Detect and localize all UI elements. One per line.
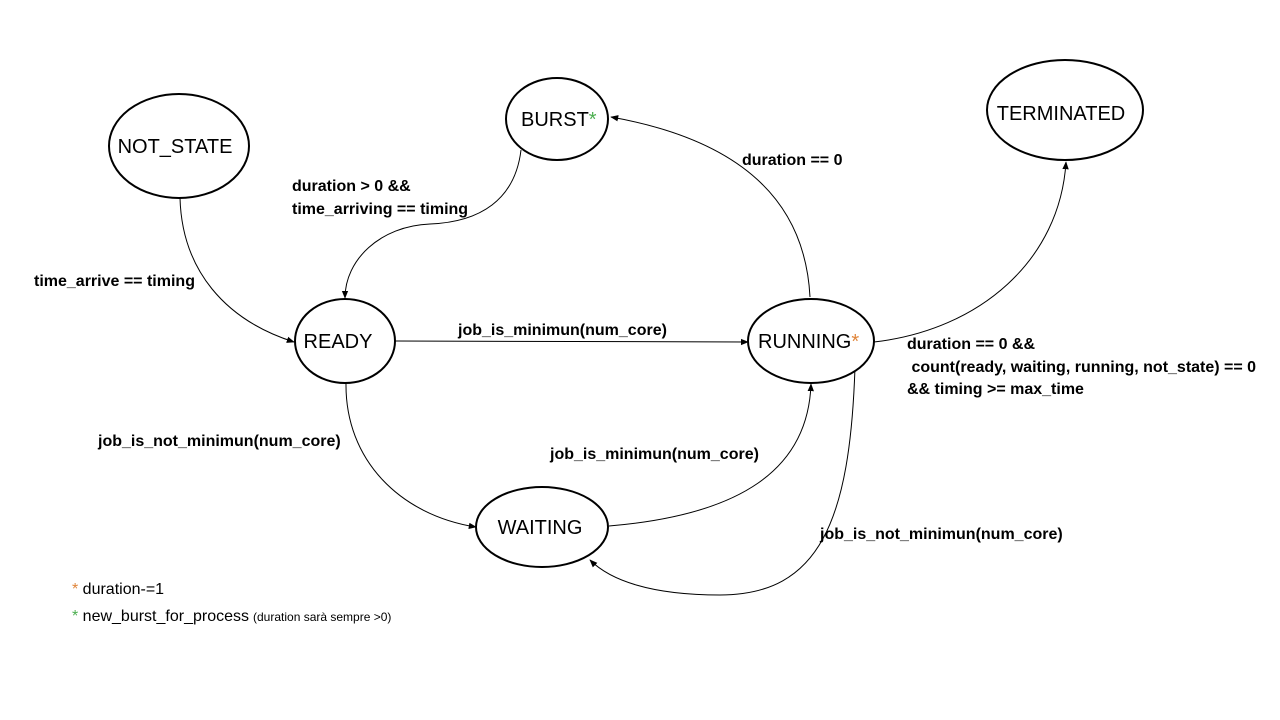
label-running-to-terminated-3: && timing >= max_time — [907, 381, 1084, 398]
node-running-label-text: RUNNING — [758, 331, 851, 353]
edge-running-to-burst — [610, 115, 811, 298]
edge-running-to-waiting — [589, 366, 856, 596]
node-running-label: RUNNING* — [758, 331, 859, 353]
node-waiting: WAITING — [475, 486, 609, 568]
edge-waiting-to-running — [608, 383, 814, 527]
label-running-to-burst: duration == 0 — [742, 152, 843, 169]
node-not-state: NOT_STATE — [108, 93, 250, 199]
label-ready-to-waiting: job_is_not_minimun(num_core) — [97, 433, 341, 450]
node-ready: READY — [294, 298, 396, 384]
legend-green-note: (duration sarà sempre >0) — [253, 610, 391, 624]
node-not-state-shape — [108, 93, 250, 199]
node-running-shape — [747, 298, 875, 384]
edge-ready-to-waiting — [345, 382, 477, 530]
node-terminated: TERMINATED — [986, 59, 1144, 161]
label-running-to-terminated-2: count(ready, waiting, running, not_state… — [907, 359, 1256, 376]
legend-orange-text: duration-=1 — [78, 581, 164, 598]
node-burst-star: * — [589, 109, 597, 131]
legend-green-text: new_burst_for_process — [78, 608, 249, 625]
label-running-to-waiting: job_is_not_minimun(num_core) — [819, 526, 1063, 543]
node-burst-shape — [505, 77, 609, 161]
legend: * duration-=1 * new_burst_for_process (du… — [72, 581, 391, 625]
label-waiting-to-running: job_is_minimun(num_core) — [549, 446, 759, 463]
node-burst: BURST* — [505, 77, 609, 161]
node-running-star: * — [851, 331, 859, 353]
label-running-to-terminated-1: duration == 0 && — [907, 336, 1035, 353]
node-burst-label: BURST* — [521, 109, 597, 131]
node-burst-label-text: BURST — [521, 109, 589, 131]
edge-not-state-to-ready — [179, 197, 295, 343]
label-burst-to-ready-1: duration > 0 && — [292, 178, 411, 195]
legend-green-star: * — [72, 608, 78, 625]
node-waiting-shape — [475, 486, 609, 568]
edge-running-to-terminated — [873, 161, 1069, 343]
legend-green: * new_burst_for_process (duration sarà se… — [72, 608, 391, 625]
node-ready-shape — [294, 298, 396, 384]
node-terminated-shape — [986, 59, 1144, 161]
node-not-state-label: NOT_STATE — [118, 136, 233, 158]
label-ready-to-running: job_is_minimun(num_core) — [457, 322, 667, 339]
edge-burst-to-ready — [341, 149, 522, 299]
legend-orange-star: * — [72, 581, 78, 598]
node-terminated-label: TERMINATED — [997, 103, 1126, 125]
label-burst-to-ready-2: time_arriving == timing — [292, 201, 468, 218]
label-not-state-to-ready: time_arrive == timing — [34, 273, 195, 290]
node-running: RUNNING* — [747, 298, 875, 384]
edge-ready-to-running — [394, 338, 749, 346]
legend-orange: * duration-=1 — [72, 581, 164, 598]
node-ready-label: READY — [304, 331, 373, 353]
node-waiting-label: WAITING — [498, 517, 583, 539]
